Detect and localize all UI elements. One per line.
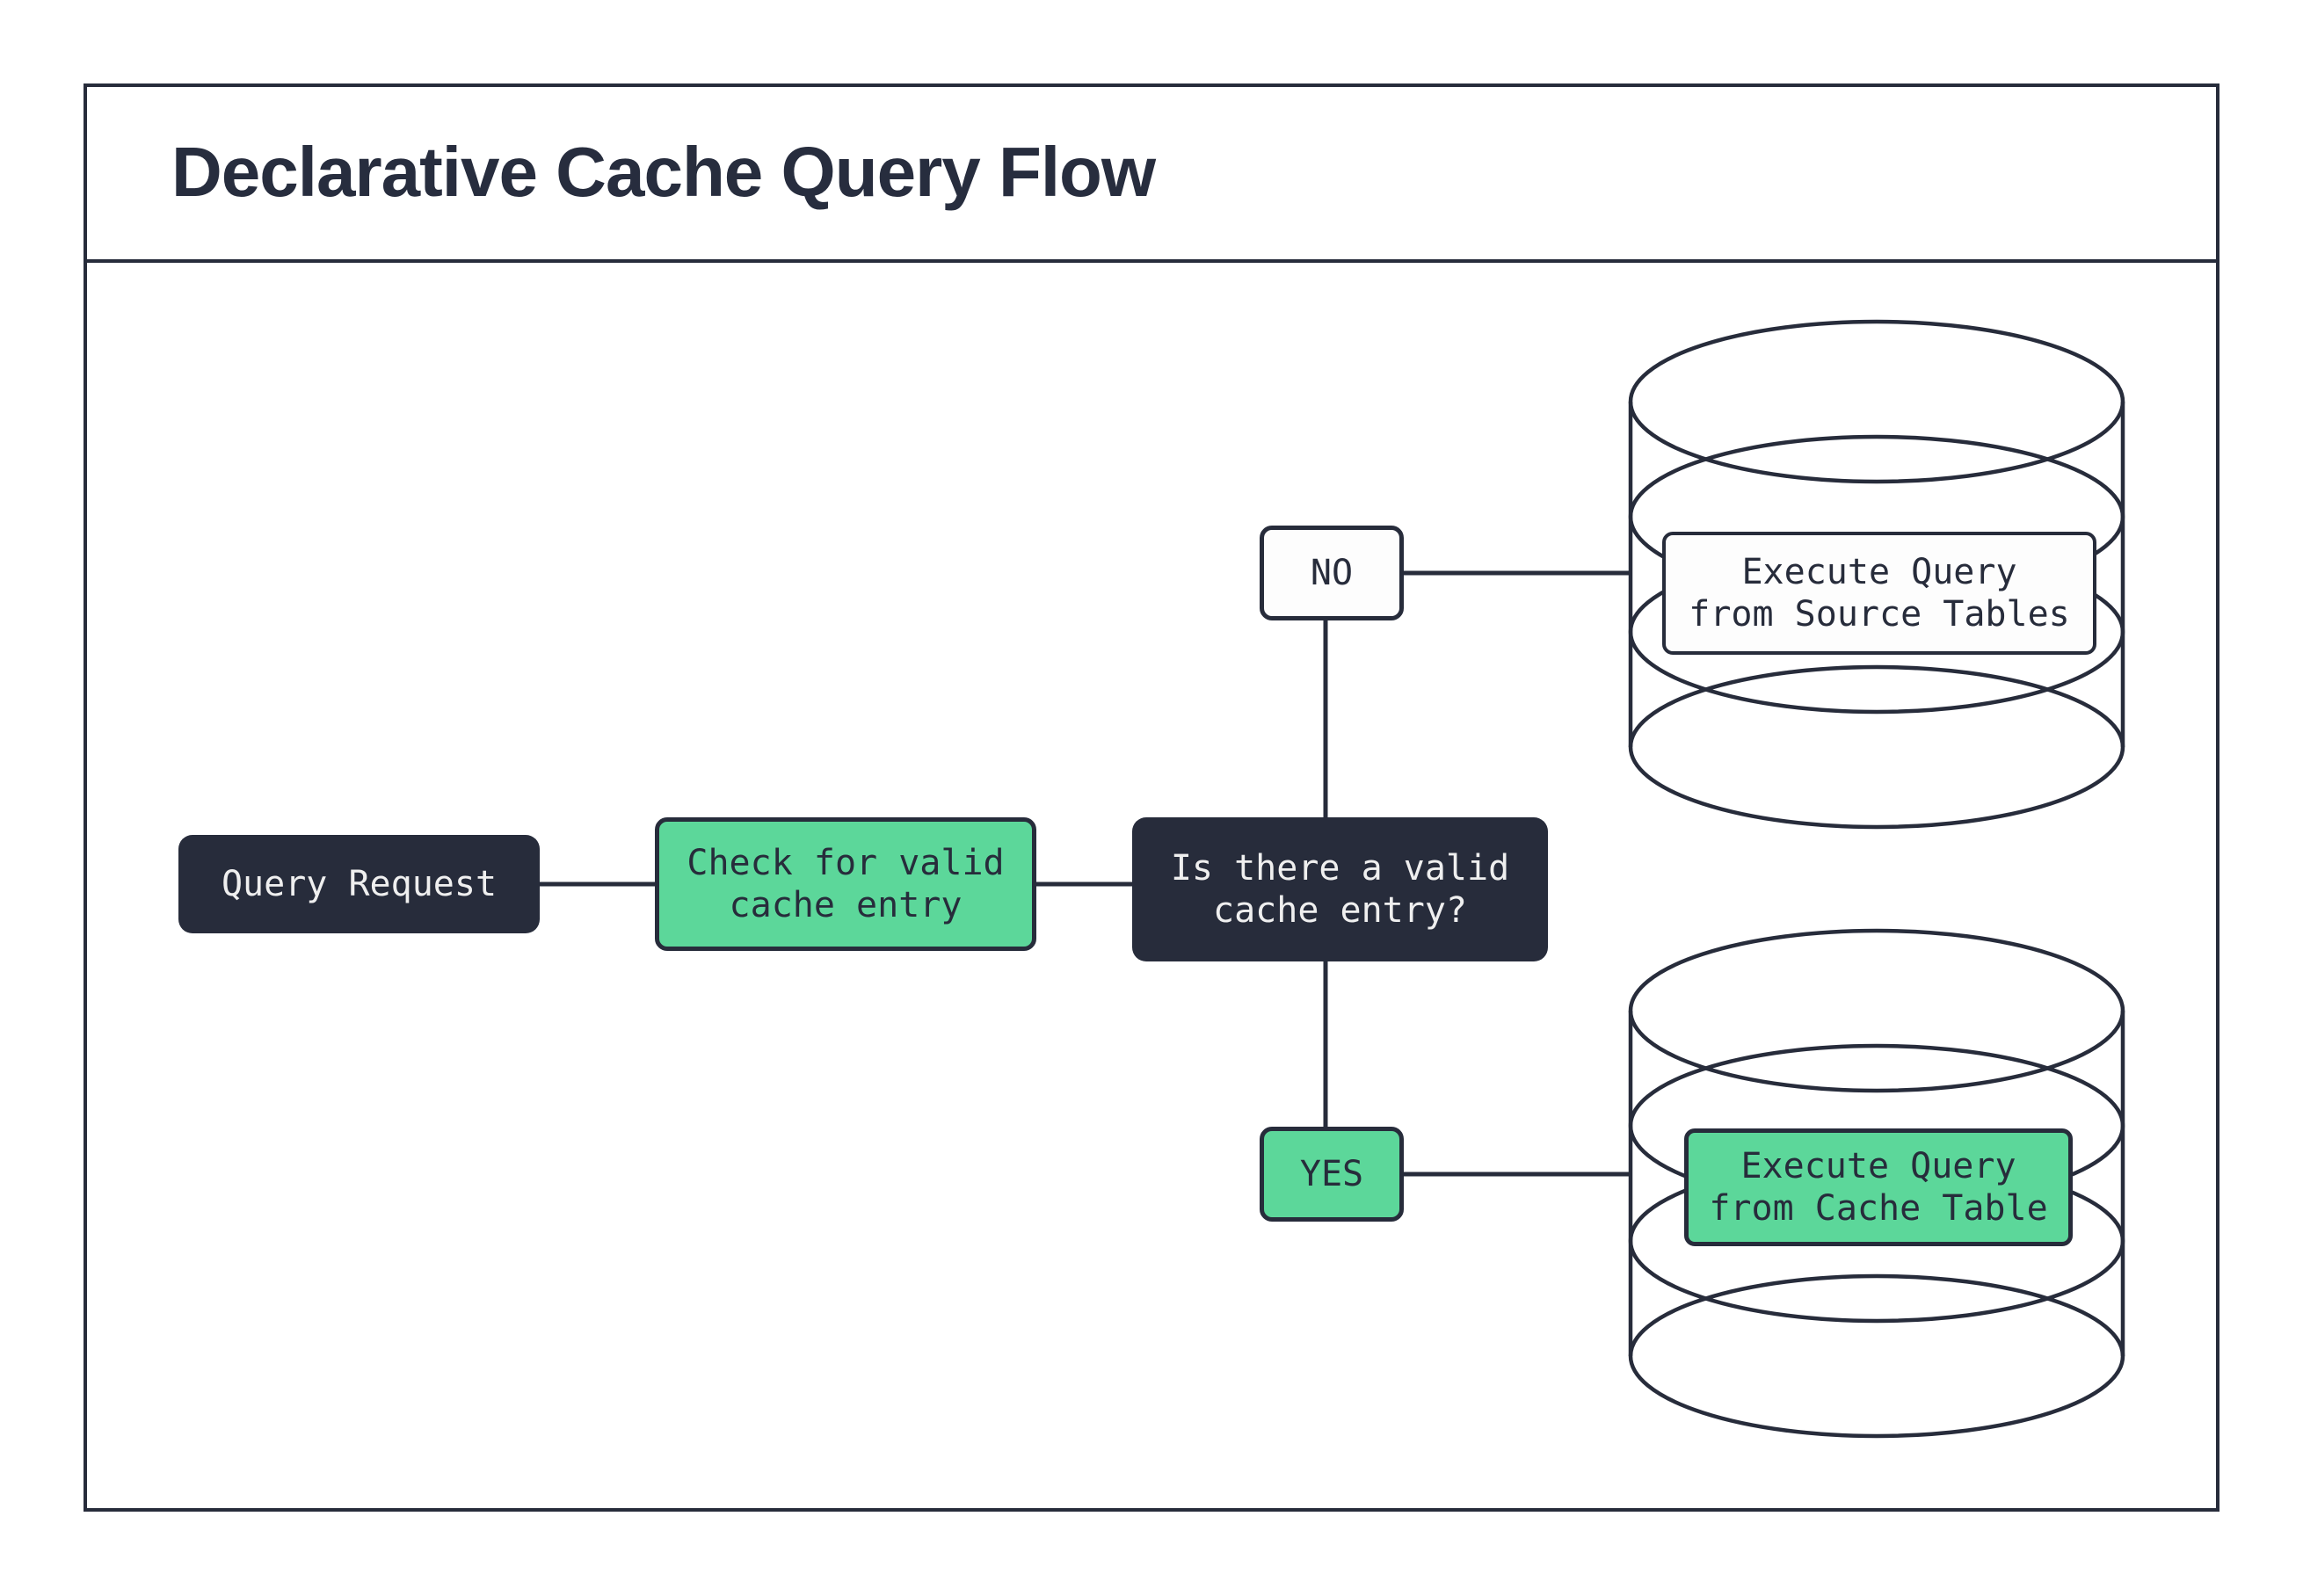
node-branch-no: NO xyxy=(1260,526,1404,620)
node-branch-yes: YES xyxy=(1260,1127,1404,1222)
connector-lines xyxy=(540,570,1632,1177)
node-query-request: Query Request xyxy=(178,835,540,933)
node-decision-valid-cache: Is there a valid cache entry? xyxy=(1132,817,1548,961)
node-execute-query-cache-table: Execute Query from Cache Table xyxy=(1684,1128,2073,1246)
node-check-cache-entry: Check for valid cache entry xyxy=(655,817,1036,951)
page-title: Declarative Cache Query Flow xyxy=(171,133,1156,211)
cache-database-cylinder-icon xyxy=(1628,928,2125,1439)
outer-border xyxy=(84,83,2219,1512)
node-execute-query-source-tables: Execute Query from Source Tables xyxy=(1662,532,2096,655)
